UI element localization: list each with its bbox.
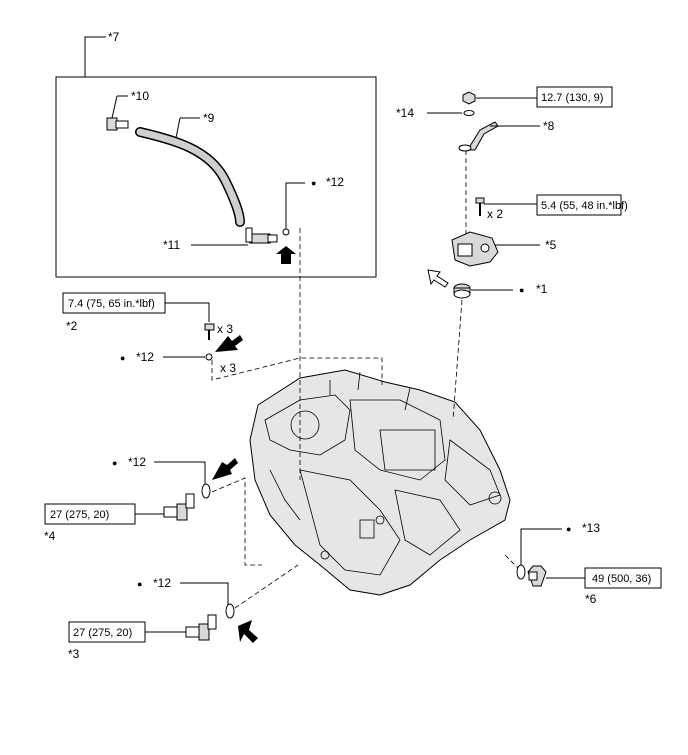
qty-5: x 2	[487, 207, 503, 221]
callout-7: *7	[108, 30, 120, 44]
torque-5: 5.4 (55, 48 in.*lbf)	[541, 200, 628, 212]
callout-11: *11	[163, 238, 180, 252]
arrow-up-icon	[276, 246, 296, 264]
breather-tube-part-9: *9	[135, 111, 245, 227]
plug-part-4: 27 (275, 20) *4	[44, 493, 195, 543]
arrow-down-left-icon	[212, 458, 238, 480]
bolt-5: x 2	[475, 197, 537, 221]
torque-box-2: 7.4 (75, 65 in.*lbf) *2	[62, 292, 210, 333]
qty-12: x 3	[220, 361, 236, 375]
bullet-1: ●	[519, 285, 524, 295]
torque-3: 27 (275, 20)	[73, 627, 132, 639]
o-ring-12-middle: ● *12 x 3	[120, 335, 243, 375]
callout-12-bottom: *12	[153, 576, 171, 590]
callout-14: *14	[396, 106, 414, 120]
inset-box-7: *7	[55, 30, 377, 278]
bullet-12-middle: ●	[120, 353, 125, 363]
callout-3: *3	[68, 647, 80, 661]
bolt-part-2: x 3	[204, 322, 233, 340]
callout-6: *6	[585, 592, 597, 606]
arrow-outline-icon	[427, 269, 449, 288]
torque-box-8: 12.7 (130, 9)	[476, 86, 613, 108]
o-ring-12-bottom: ● *12	[137, 576, 258, 643]
o-ring-12-upper: ● *12	[276, 175, 344, 264]
gasket-part-13: ● *13	[516, 521, 600, 580]
torque-6: 49 (500, 36)	[592, 573, 651, 585]
union-part-11: *11	[163, 227, 278, 252]
plug-part-10: *10	[106, 89, 149, 131]
callout-10: *10	[131, 89, 149, 103]
callout-1: *1	[536, 282, 548, 296]
o-ring-12-left: ● *12	[112, 455, 238, 499]
nut-and-washer-14: *14	[396, 91, 476, 120]
bullet-12-upper: ●	[311, 178, 316, 188]
sensor-part-5: *5	[451, 231, 557, 267]
transaxle-case	[249, 369, 511, 596]
torque-4: 27 (275, 20)	[50, 509, 109, 521]
torque-2: 7.4 (75, 65 in.*lbf)	[68, 298, 155, 310]
bracket-part-8: *8	[458, 119, 555, 152]
callout-9: *9	[203, 111, 215, 125]
torque-8: 12.7 (130, 9)	[541, 92, 603, 104]
collar-part-1: ● *1	[427, 269, 548, 299]
callout-4: *4	[44, 529, 56, 543]
callout-5: *5	[545, 238, 557, 252]
arrow-up-left-icon	[238, 620, 258, 643]
bullet-12-bottom: ●	[137, 579, 142, 589]
callout-12-left: *12	[128, 455, 146, 469]
guide-lines	[211, 150, 521, 609]
arrow-diagonal-icon	[215, 335, 243, 352]
plug-part-3: 27 (275, 20) *3	[68, 614, 217, 661]
bullet-13: ●	[566, 524, 571, 534]
callout-13: *13	[582, 521, 600, 535]
torque-box-5: 5.4 (55, 48 in.*lbf)	[536, 194, 628, 216]
qty-2: x 3	[217, 322, 233, 336]
bullet-12-left: ●	[112, 458, 117, 468]
drain-plug-part-6: 49 (500, 36) *6	[527, 565, 662, 606]
callout-8: *8	[543, 119, 555, 133]
callout-12-middle: *12	[136, 350, 154, 364]
callout-12-upper: *12	[326, 175, 344, 189]
callout-2: *2	[66, 319, 78, 333]
